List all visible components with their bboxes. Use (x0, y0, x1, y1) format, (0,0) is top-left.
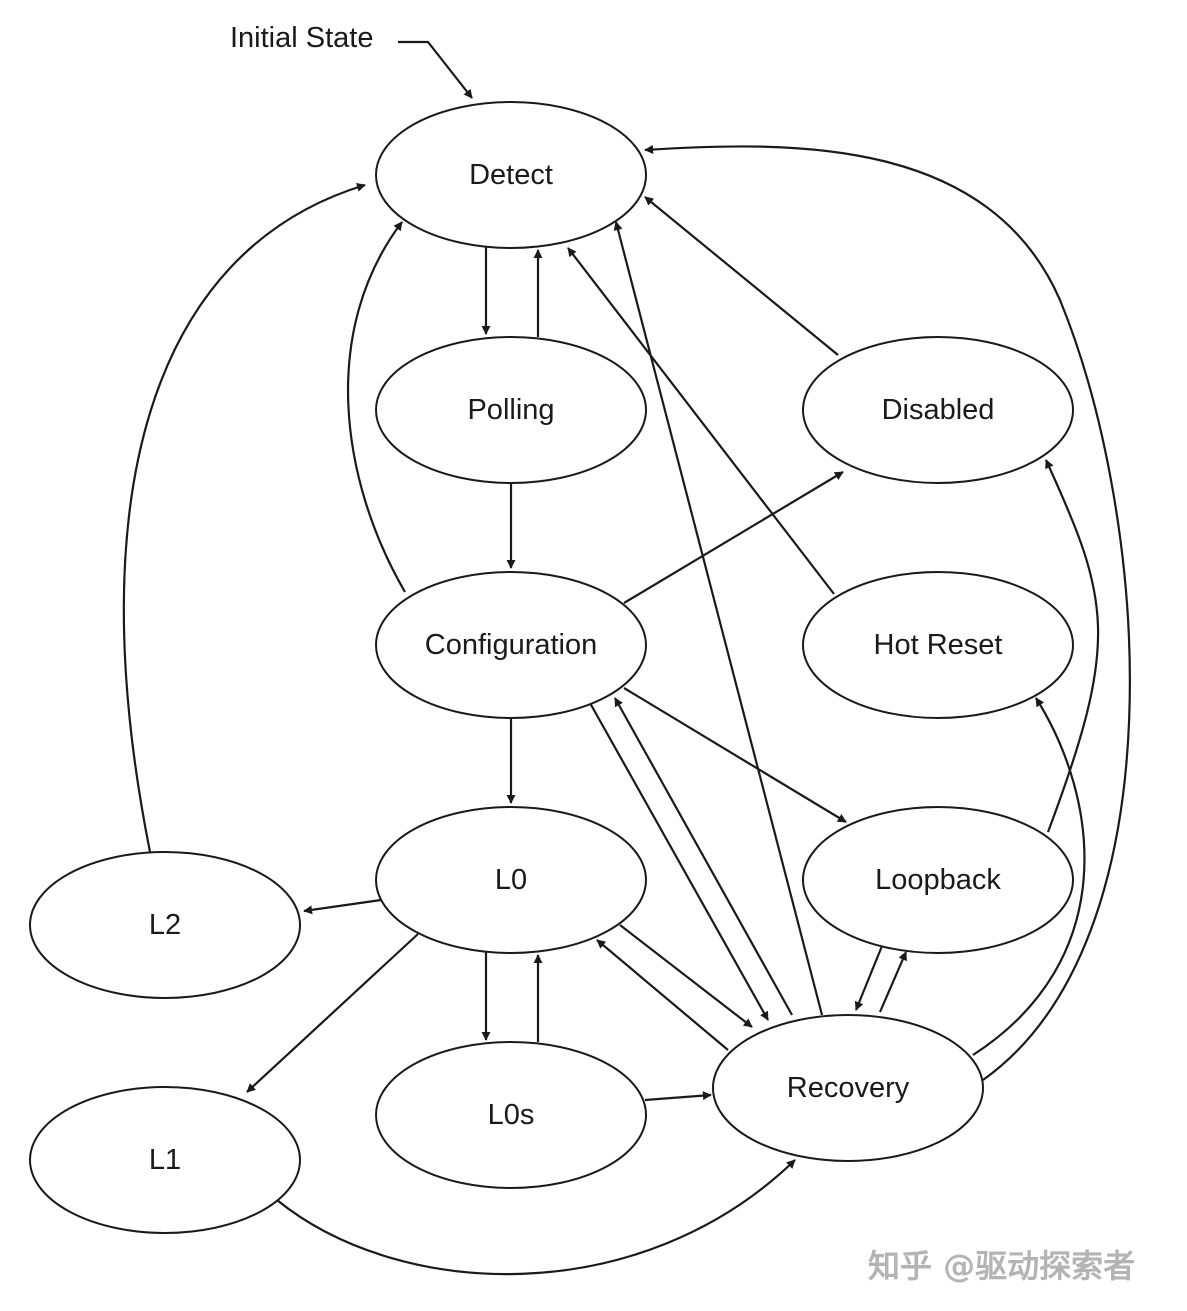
edge-l0-l2 (303, 898, 382, 915)
state-label: L2 (149, 909, 181, 941)
state-label: L1 (149, 1144, 181, 1176)
edge-recovery-l0 (596, 939, 729, 1051)
state-label: Hot Reset (874, 629, 1003, 661)
state-label: Polling (467, 394, 554, 426)
state-l1: L1 (29, 1086, 301, 1234)
edge-recovery-configuration (614, 697, 793, 1016)
edges (122, 40, 1131, 1276)
state-label: L0 (495, 864, 527, 896)
state-l0s: L0s (375, 1041, 647, 1189)
edge-l1-recovery (276, 1159, 796, 1276)
edge-configuration-disabled (623, 471, 844, 604)
edge-recovery-detect (613, 221, 824, 1016)
edge-loopback-disabled (1044, 459, 1100, 833)
state-label: Loopback (875, 864, 1001, 896)
state-label: Recovery (787, 1072, 910, 1104)
state-label: L0s (488, 1099, 535, 1131)
initial-state-label: Initial State (230, 22, 373, 54)
edge-configuration-detect (346, 221, 406, 593)
state-hot-reset: Hot Reset (802, 571, 1074, 719)
state-label: Configuration (425, 629, 598, 661)
state-label: Detect (469, 159, 553, 191)
state-l0: L0 (375, 806, 647, 954)
state-disabled: Disabled (802, 336, 1074, 484)
edge-hotreset-detect (567, 247, 835, 595)
state-loopback: Loopback (802, 806, 1074, 954)
edge-l0s-recovery (644, 1091, 712, 1102)
edge-disabled-detect (644, 196, 839, 356)
edge-configuration-recovery (589, 702, 769, 1021)
state-detect: Detect (375, 101, 647, 249)
edge-l0-l1 (246, 933, 419, 1093)
initial-arrow (398, 40, 473, 99)
edge-configuration-loopback (623, 687, 847, 823)
state-polling: Polling (375, 336, 647, 484)
state-label: Disabled (882, 394, 995, 426)
edge-recovery-hotreset (972, 697, 1086, 1056)
edge-l2-detect (122, 183, 366, 853)
watermark: 知乎 @驱动探索者 (868, 1247, 1135, 1285)
edge-l0-recovery (619, 924, 753, 1028)
state-l2: L2 (29, 851, 301, 999)
edge-loopback-recovery (854, 945, 884, 1011)
state-recovery: Recovery (712, 1014, 984, 1162)
edge-recovery-detect-outer (644, 144, 1131, 1081)
edge-recovery-loopback (878, 951, 908, 1013)
state-configuration: Configuration (375, 571, 647, 719)
